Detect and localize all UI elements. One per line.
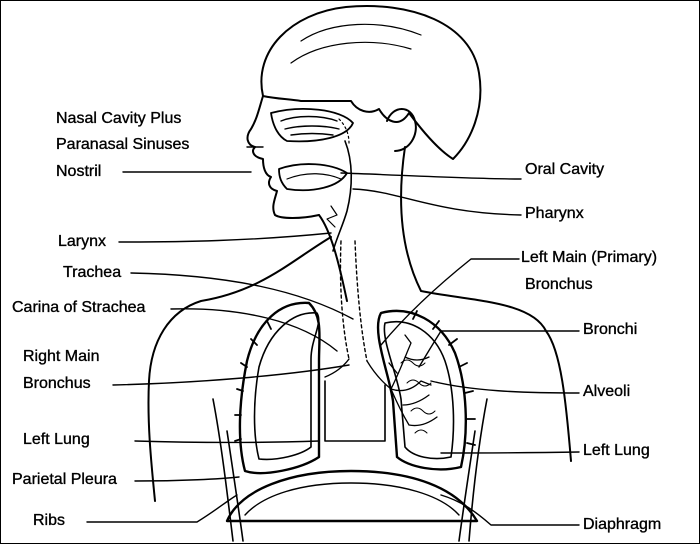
trachea-left-wall xyxy=(339,240,350,360)
label-nasal-line2: Paranasal Sinuses xyxy=(56,136,190,153)
label-bronchi: Bronchi xyxy=(583,321,638,338)
leader-larynx xyxy=(118,232,332,243)
trachea-right-wall xyxy=(354,240,368,362)
label-right-main-line1: Right Main xyxy=(23,348,100,365)
leader-bronchi xyxy=(418,330,580,368)
leader-left-main xyxy=(380,258,520,346)
label-left-main-line1: Left Main (Primary) xyxy=(521,249,658,266)
label-left-lung-right: Left Lung xyxy=(583,442,650,459)
label-oral-cavity: Oral Cavity xyxy=(525,161,605,178)
label-pharynx: Pharynx xyxy=(525,205,584,222)
leader-right-main xyxy=(112,364,350,386)
leader-trachea xyxy=(130,272,354,320)
bronchial-tree xyxy=(366,334,438,427)
label-parietal-pleura: Parietal Pleura xyxy=(12,471,117,488)
diaphragm xyxy=(225,469,479,523)
sinus-dots xyxy=(338,118,350,144)
alveoli-texture xyxy=(400,359,436,434)
label-left-lung-left: Left Lung xyxy=(23,431,90,448)
nasal-cavity xyxy=(270,108,354,143)
ribs-right xyxy=(458,398,488,542)
diaphragm-inner xyxy=(244,482,460,516)
pharynx xyxy=(332,140,353,252)
pharynx-texture xyxy=(326,205,338,228)
oral-cavity xyxy=(278,163,348,192)
label-alveoli: Alveoli xyxy=(583,383,631,400)
label-diaphragm: Diaphragm xyxy=(583,516,662,533)
mediastinum xyxy=(324,380,386,442)
left-lung-outer xyxy=(376,309,467,471)
face-profile xyxy=(246,95,320,219)
shoulder-left xyxy=(147,236,332,502)
right-lung-inner xyxy=(253,312,320,461)
hair-outline xyxy=(260,5,482,160)
nasal-turbinates xyxy=(280,115,340,136)
right-lung-outer xyxy=(238,301,321,475)
leader-left-lung-right xyxy=(440,451,580,454)
label-larynx: Larynx xyxy=(58,233,107,250)
label-ribs: Ribs xyxy=(33,512,66,529)
leader-ribs xyxy=(86,494,238,523)
leader-lines xyxy=(86,146,580,526)
leader-pharynx xyxy=(352,188,522,216)
right-pleura-ticks xyxy=(234,320,272,442)
leader-alveoli xyxy=(430,380,580,394)
label-carina: Carina of Strachea xyxy=(12,299,146,316)
leader-diaphragm xyxy=(440,494,580,526)
leader-parietal xyxy=(134,476,240,482)
label-right-main-line2: Bronchus xyxy=(23,375,91,392)
hair-strands xyxy=(290,23,422,64)
tongue xyxy=(286,173,342,180)
label-left-main-line2: Bronchus xyxy=(525,276,593,293)
leader-oral xyxy=(340,172,522,180)
neck-back xyxy=(400,146,572,462)
neck-front xyxy=(318,214,348,302)
leader-carina xyxy=(170,308,338,352)
right-bronchus-stub xyxy=(324,358,350,378)
label-trachea: Trachea xyxy=(63,264,122,281)
left-pleura-ticks xyxy=(412,310,476,446)
label-nostril: Nostril xyxy=(56,163,102,180)
label-nasal-line1: Nasal Cavity Plus xyxy=(56,110,182,127)
leader-left-lung-left xyxy=(134,440,320,444)
ribs-left xyxy=(212,398,244,542)
